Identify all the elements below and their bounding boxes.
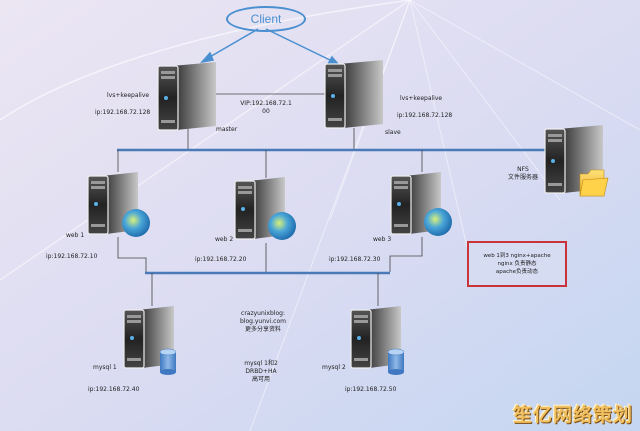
client-label: Client	[250, 12, 282, 26]
note-line: nginx 负责静态	[497, 261, 537, 267]
architecture-note: web 1到3 nginx+apache nginx 负责静态 apache负责…	[467, 241, 567, 287]
client-node: Client	[226, 6, 306, 32]
client-arrows	[199, 28, 340, 65]
nfs-line1: NFS	[517, 166, 529, 173]
mysql-ha-text: mysql 1和2 DRBD+HA 高可用	[230, 360, 292, 384]
mysql-ha-line2: DRBD+HA	[245, 368, 277, 375]
web2-name: web 2	[215, 236, 234, 243]
vip-line2: 00	[262, 108, 270, 115]
web1-name: web 1	[66, 232, 85, 239]
mysql-ha-line1: mysql 1和2	[244, 360, 278, 367]
lb-slave-role: slave	[385, 129, 401, 136]
blog-line1: crazyunixblog:	[241, 310, 285, 317]
note-line: apache负责动态	[495, 269, 539, 275]
lb-master-software: lvs+keepalive	[107, 92, 150, 99]
lb-master-ip: ip:192.168.72.128	[95, 109, 151, 116]
vip-line1: VIP:192.168.72.1	[240, 100, 292, 107]
mysql1-name: mysql 1	[93, 364, 117, 371]
globe-icon	[122, 209, 150, 237]
blog-text: crazyunixblog: blog.yunvi.com 更多分享资料	[225, 310, 301, 334]
mysql1-ip: ip:192.168.72.40	[88, 386, 140, 393]
globe-icon	[424, 208, 452, 236]
server-lb-slave-icon	[324, 60, 383, 129]
mysql2-name: mysql 2	[322, 364, 346, 371]
nfs-line2: 文件服务器	[507, 174, 538, 181]
web3-ip: ip:192.168.72.30	[329, 256, 381, 263]
folder-icon	[579, 169, 609, 197]
blog-line3: 更多分享资料	[244, 326, 281, 333]
database-icon	[159, 348, 177, 375]
server-lb-master-icon	[157, 62, 216, 131]
lb-master-role: master	[216, 126, 238, 133]
vip-label: VIP:192.168.72.1 00	[238, 100, 294, 116]
lb-slave-ip: ip:192.168.72.128	[397, 112, 453, 119]
mysql2-ip: ip:192.168.72.50	[345, 386, 397, 393]
web2-ip: ip:192.168.72.20	[195, 256, 247, 263]
nfs-label: NFS 文件服务器	[500, 166, 546, 182]
mysql-ha-line3: 高可用	[251, 376, 270, 383]
lb-slave-software: lvs+keepalive	[400, 95, 443, 102]
blog-line2: blog.yunvi.com	[240, 318, 286, 325]
note-line: web 1到3 nginx+apache	[483, 253, 551, 259]
globe-icon	[268, 212, 296, 240]
web3-name: web 3	[373, 236, 392, 243]
web1-ip: ip:192.168.72.10	[46, 253, 98, 260]
watermark: 笙亿网络策划	[513, 404, 634, 426]
database-icon	[387, 348, 405, 375]
